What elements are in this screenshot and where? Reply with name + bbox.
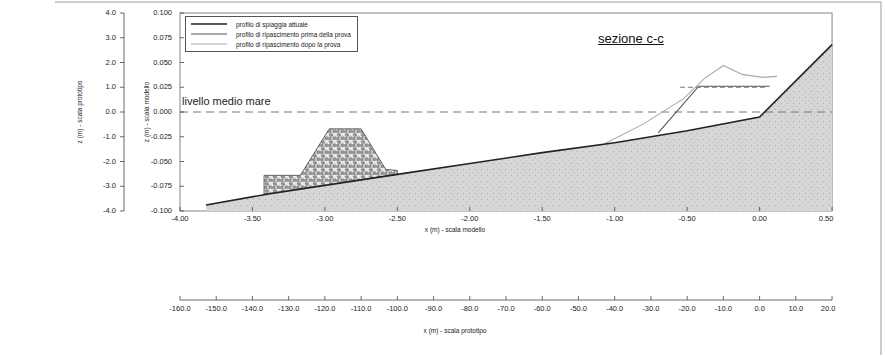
- section-title: sezione c-c: [598, 31, 664, 46]
- tick-label: 0.025: [153, 84, 172, 92]
- tick-label: -4.0: [103, 207, 116, 215]
- profile-after: [605, 65, 777, 143]
- axis-title: z (m) - scala prototipo: [77, 81, 84, 144]
- tick-label: -110.0: [351, 305, 372, 313]
- tick-label: 1.0: [106, 84, 116, 92]
- tick-label: -20.0: [679, 305, 696, 313]
- tick-label: 0.00: [752, 215, 767, 223]
- sea-level-label: livello medio mare: [182, 96, 271, 107]
- legend-text: profilo di ripascimento dopo la prova: [236, 41, 340, 48]
- tick-label: 0.075: [153, 34, 172, 42]
- tick-label: -70.0: [497, 305, 514, 313]
- tick-label: -2.0: [103, 158, 116, 166]
- tick-label: 20.0: [821, 305, 836, 313]
- legend-entry: profilo di spiaggia attuale: [190, 19, 351, 29]
- legend-entry: profilo di ripascimento prima della prov…: [190, 29, 351, 39]
- legend-sample: [190, 21, 228, 27]
- tick-label: -2.00: [461, 215, 478, 223]
- figure-border: [55, 2, 881, 355]
- profile-current: [206, 45, 832, 205]
- axis-title: x (m) - scala prototipo: [424, 328, 487, 335]
- sea-level-line: [180, 112, 832, 113]
- tick-label: -120.0: [314, 305, 335, 313]
- tick-label: -50.0: [570, 305, 587, 313]
- tick-label: -150.0: [206, 305, 227, 313]
- tick-label: -1.0: [103, 133, 116, 141]
- tick-label: -140.0: [242, 305, 263, 313]
- axis-title: z (m) - scala modello: [144, 82, 151, 142]
- legend-box: profilo di spiaggia attuale profilo di ri…: [185, 16, 358, 52]
- tick-label: 0.050: [153, 59, 172, 67]
- tick-label: -0.025: [151, 133, 172, 141]
- profile-before-dashed: [680, 87, 767, 88]
- legend-text: profilo di spiaggia attuale: [236, 21, 308, 28]
- tick-label: -10.0: [715, 305, 732, 313]
- tick-label: -3.0: [103, 183, 116, 191]
- tick-label: 0.100: [153, 9, 172, 17]
- tick-label: -80.0: [461, 305, 478, 313]
- tick-label: 10.0: [789, 305, 804, 313]
- tick-label: 0.000: [153, 108, 172, 116]
- tick-label: 0.50: [819, 215, 834, 223]
- tick-label: -160.0: [169, 305, 190, 313]
- tick-label: 0.0: [106, 108, 116, 116]
- legend-text: profilo di ripascimento prima della prov…: [236, 31, 351, 38]
- tick-label: -0.50: [679, 215, 696, 223]
- tick-label: -1.00: [606, 215, 623, 223]
- legend-sample: [190, 31, 228, 37]
- tick-label: 0.0: [754, 305, 764, 313]
- tick-label: -0.050: [151, 158, 172, 166]
- tick-label: 4.0: [106, 9, 116, 17]
- seabed-fill: [206, 45, 832, 211]
- tick-label: -4.00: [171, 215, 188, 223]
- tick-label: -3.50: [244, 215, 261, 223]
- tick-label: -130.0: [278, 305, 299, 313]
- tick-label: -1.50: [534, 215, 551, 223]
- tick-label: -30.0: [642, 305, 659, 313]
- tick-label: -60.0: [534, 305, 551, 313]
- tick-label: -0.075: [151, 183, 172, 191]
- tick-label: -3.00: [316, 215, 333, 223]
- tick-label: -2.50: [389, 215, 406, 223]
- tick-label: -100.0: [387, 305, 408, 313]
- plot-frame: [180, 13, 832, 211]
- axes: [120, 13, 832, 300]
- legend-entry: profilo di ripascimento dopo la prova: [190, 39, 351, 49]
- axis-title: x (m) - scala modello: [425, 227, 485, 234]
- tick-label: 3.0: [106, 34, 116, 42]
- tick-label: -40.0: [606, 305, 623, 313]
- tick-label: 2.0: [106, 59, 116, 67]
- tick-label: -90.0: [425, 305, 442, 313]
- tick-label: -0.100: [151, 207, 172, 215]
- legend-sample: [190, 41, 228, 47]
